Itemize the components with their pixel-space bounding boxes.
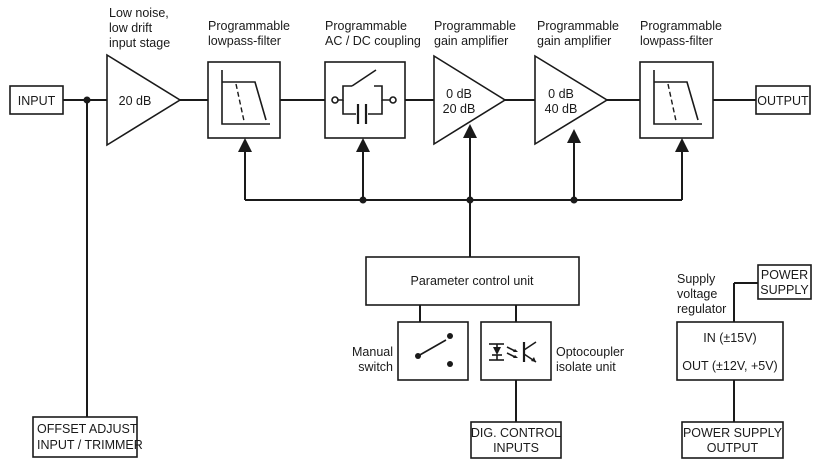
output-label: OUTPUT <box>757 94 809 108</box>
supply-regulator-caption-1: Supply <box>677 272 716 286</box>
power-supply-section: Supply voltage regulator POWER SUPPLY IN… <box>676 264 812 459</box>
input-stage-amplifier: Low noise, low drift input stage 20 dB <box>106 6 182 147</box>
input-label: INPUT <box>18 94 56 108</box>
input-stage-caption-1: Low noise, <box>109 6 169 20</box>
input-stage-gain: 20 dB <box>119 94 152 108</box>
regulator-in-label: IN (±15V) <box>703 331 756 345</box>
optocoupler-icon <box>489 341 537 363</box>
lowpass-filter-1-icon <box>221 70 270 125</box>
manual-switch-label-1: Manual <box>352 345 393 359</box>
gain-amp-2-gain-2: 40 dB <box>545 102 578 116</box>
input-box: INPUT <box>9 85 64 115</box>
switch-icon <box>415 333 453 367</box>
parameter-control-unit-label: Parameter control unit <box>411 274 535 288</box>
output-box: OUTPUT <box>755 85 811 115</box>
power-supply-output-label-1: POWER SUPPLY <box>683 426 783 440</box>
gain-amp-2-caption-1: Programmable <box>537 19 619 33</box>
optocoupler-unit: Optocoupler isolate unit <box>480 321 624 381</box>
gain-amp-2-caption-2: gain amplifier <box>537 34 611 48</box>
lowpass-filter-1-caption-1: Programmable <box>208 19 290 33</box>
ac-dc-coupling: Programmable AC / DC coupling <box>324 19 421 139</box>
signal-wires <box>63 96 756 417</box>
lowpass-filter-2: Programmable lowpass-filter <box>639 19 722 139</box>
power-supply-label-1: POWER <box>761 268 808 282</box>
offset-adjust-label-1: OFFSET ADJUST <box>37 422 138 436</box>
supply-regulator-caption-3: regulator <box>677 302 726 316</box>
gain-amp-1-caption-2: gain amplifier <box>434 34 508 48</box>
manual-switch: Manual switch <box>352 321 469 381</box>
gain-amp-1-gain-2: 20 dB <box>443 102 476 116</box>
coupling-caption-1: Programmable <box>325 19 407 33</box>
power-supply-label-2: SUPPLY <box>760 283 809 297</box>
gain-amplifier-2: Programmable gain amplifier 0 dB 40 dB <box>534 19 619 146</box>
dig-control-inputs: DIG. CONTROL INPUTS <box>470 421 562 459</box>
regulator-out-label: OUT (±12V, +5V) <box>682 359 777 373</box>
lowpass-filter-2-caption-1: Programmable <box>640 19 722 33</box>
input-stage-caption-2: low drift <box>109 21 153 35</box>
lowpass-filter-2-caption-2: lowpass-filter <box>640 34 713 48</box>
parameter-control-unit: Parameter control unit <box>365 256 580 306</box>
lowpass-filter-2-icon <box>653 70 702 125</box>
dig-control-inputs-label-2: INPUTS <box>493 441 539 455</box>
gain-amplifier-1: Programmable gain amplifier 0 dB 20 dB <box>433 19 516 146</box>
input-stage-caption-3: input stage <box>109 36 170 50</box>
lowpass-filter-1-caption-2: lowpass-filter <box>208 34 281 48</box>
supply-regulator-caption-2: voltage <box>677 287 717 301</box>
manual-switch-label-2: switch <box>358 360 393 374</box>
coupling-switch-icon <box>331 69 397 124</box>
lowpass-filter-1: Programmable lowpass-filter <box>207 19 290 139</box>
coupling-caption-2: AC / DC coupling <box>325 34 421 48</box>
gain-amp-1-caption-1: Programmable <box>434 19 516 33</box>
control-bus <box>238 124 689 422</box>
offset-adjust-input: OFFSET ADJUST INPUT / TRIMMER <box>32 416 143 458</box>
dig-control-inputs-label-1: DIG. CONTROL <box>471 426 561 440</box>
gain-amp-1-gain-1: 0 dB <box>446 87 472 101</box>
gain-amp-2-gain-1: 0 dB <box>548 87 574 101</box>
offset-adjust-label-2: INPUT / TRIMMER <box>37 438 143 452</box>
optocoupler-label-1: Optocoupler <box>556 345 624 359</box>
optocoupler-label-2: isolate unit <box>556 360 616 374</box>
power-supply-output-label-2: OUTPUT <box>707 441 759 455</box>
